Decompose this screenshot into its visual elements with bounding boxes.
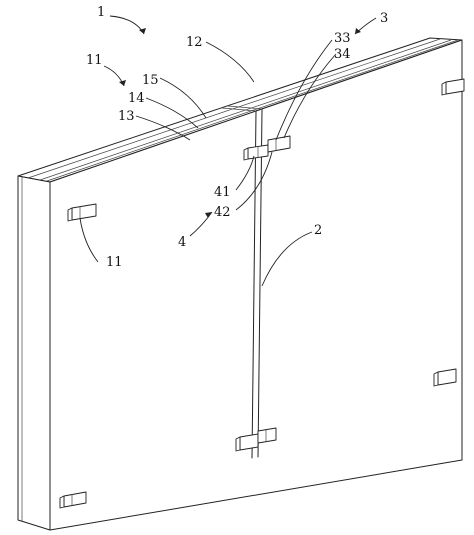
connector-top-middle bbox=[243, 135, 291, 161]
seam-line-a bbox=[251, 110, 257, 459]
seam-line-b bbox=[257, 108, 263, 458]
label-3: 3 bbox=[380, 11, 388, 26]
connector-bottom-middle bbox=[235, 427, 277, 452]
seam-top-a bbox=[221, 107, 257, 112]
clip-right-bottom bbox=[433, 368, 457, 387]
clip-left-top bbox=[67, 203, 97, 222]
panel-front-face bbox=[49, 39, 463, 531]
label-13: 13 bbox=[118, 109, 135, 124]
clip-left-bottom bbox=[59, 491, 87, 509]
top-layer-line-1 bbox=[27, 38, 441, 179]
label-33: 33 bbox=[334, 31, 351, 46]
label-1: 1 bbox=[97, 5, 105, 20]
clip-right-top bbox=[441, 78, 465, 96]
label-42: 42 bbox=[214, 205, 231, 220]
panel-left-end-face bbox=[17, 175, 51, 531]
reference-labels: 1 3 12 33 34 11 15 14 13 41 42 4 11 2 bbox=[86, 5, 388, 270]
label-41: 41 bbox=[214, 185, 231, 200]
label-12: 12 bbox=[186, 35, 203, 50]
panel-assembly bbox=[17, 37, 463, 531]
label-34: 34 bbox=[334, 47, 351, 62]
label-11-left: 11 bbox=[106, 255, 123, 270]
label-2: 2 bbox=[314, 223, 322, 238]
seam-top-b bbox=[227, 105, 263, 110]
label-4: 4 bbox=[178, 235, 186, 250]
label-11-top: 11 bbox=[86, 53, 103, 68]
label-14: 14 bbox=[128, 91, 145, 106]
leader-lines bbox=[79, 15, 377, 287]
label-15: 15 bbox=[142, 73, 159, 88]
